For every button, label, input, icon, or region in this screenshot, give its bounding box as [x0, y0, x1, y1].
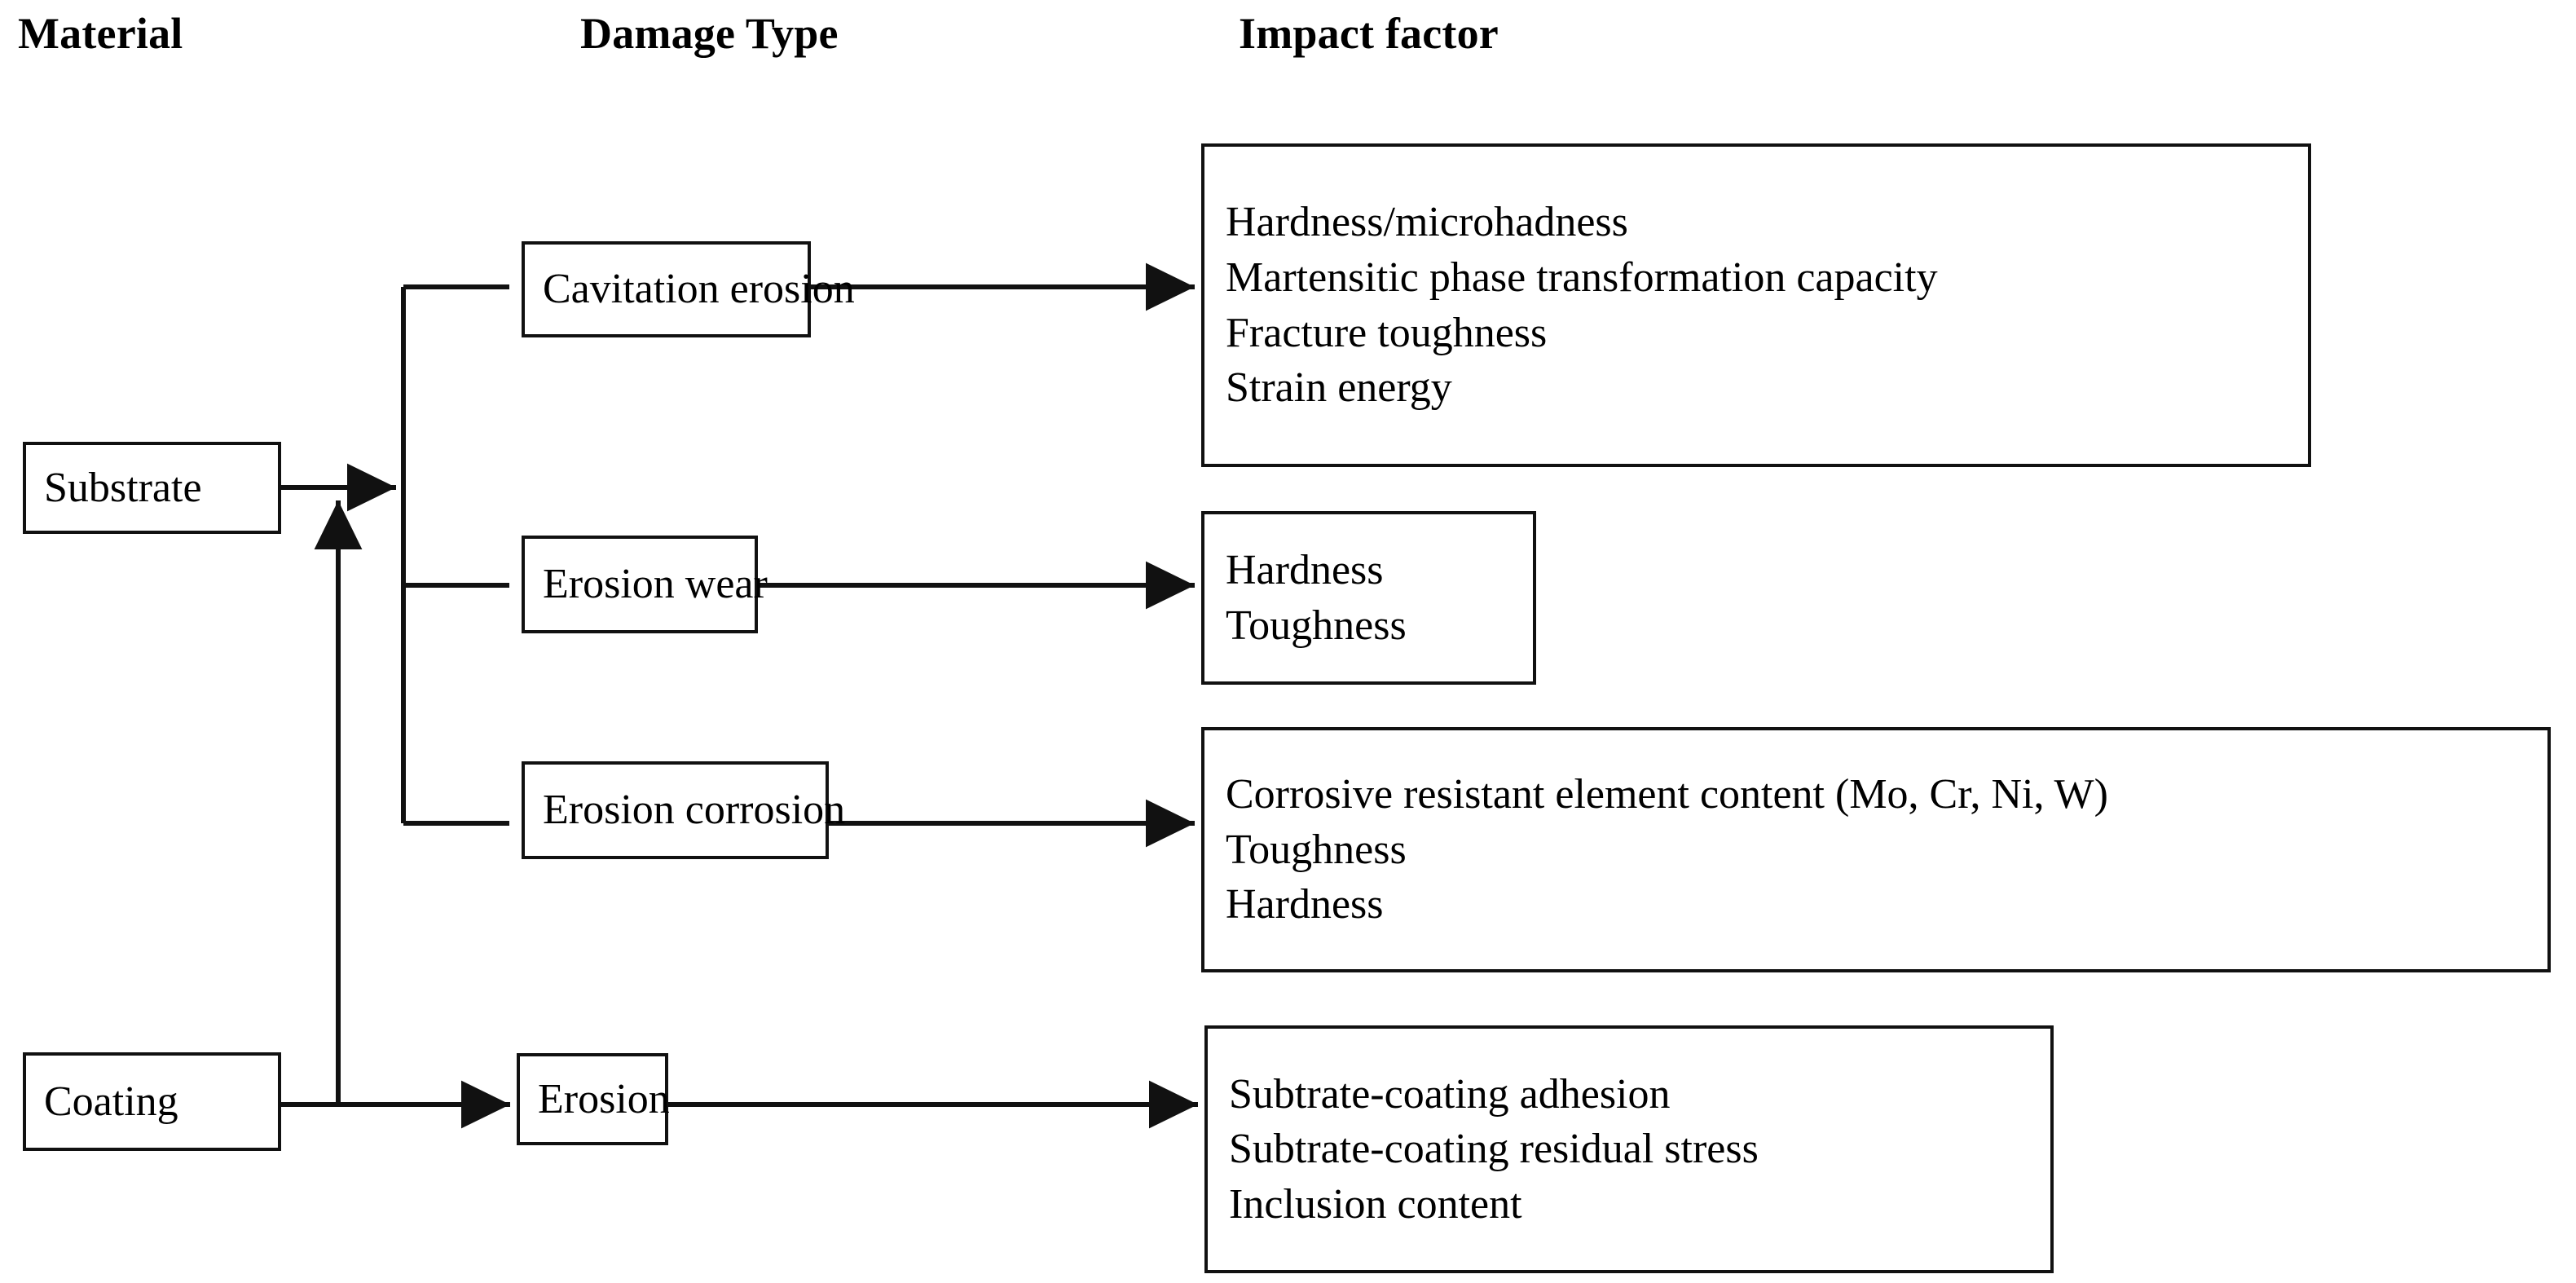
node-erosion-corrosion-label: Erosion corrosion — [543, 787, 846, 834]
impact-line: Toughness — [1226, 602, 1407, 649]
node-erosion-wear-label: Erosion wear — [543, 561, 768, 608]
node-substrate-label: Substrate — [44, 464, 202, 511]
impact-line: Hardness — [1226, 881, 1384, 928]
panel-impact-erosion-corrosion: Corrosive resistant element content (Mo,… — [1201, 727, 2551, 972]
column-header-material: Material — [18, 9, 183, 58]
column-header-damage-type: Damage Type — [580, 9, 839, 58]
impact-line: Corrosive resistant element content (Mo,… — [1226, 771, 2108, 818]
node-substrate[interactable]: Substrate — [23, 442, 281, 534]
node-erosion[interactable]: Erosion — [517, 1053, 670, 1145]
column-header-impact-factor: Impact factor — [1239, 9, 1499, 58]
impact-line: Toughness — [1226, 826, 1407, 873]
node-cavitation-erosion-label: Cavitation erosion — [543, 266, 855, 313]
impact-line: Inclusion content — [1229, 1180, 1522, 1228]
node-erosion-label: Erosion — [538, 1075, 670, 1122]
node-coating-label: Coating — [44, 1078, 178, 1125]
impact-line: Strain energy — [1226, 364, 1452, 412]
impact-line: Martensitic phase transformation capacit… — [1226, 254, 1938, 301]
node-erosion-wear[interactable]: Erosion wear — [522, 536, 768, 633]
node-cavitation-erosion[interactable]: Cavitation erosion — [522, 241, 855, 337]
panel-impact-cavitation-erosion: Hardness/microhadness Martensitic phase … — [1201, 143, 2311, 467]
impact-line: Subtrate-coating adhesion — [1229, 1070, 1671, 1118]
impact-line: Subtrate-coating residual stress — [1229, 1126, 1759, 1173]
panel-impact-erosion: Subtrate-coating adhesion Subtrate-coati… — [1204, 1025, 2054, 1273]
node-coating[interactable]: Coating — [23, 1052, 281, 1151]
panel-impact-erosion-wear: Hardness Toughness — [1201, 511, 1536, 685]
impact-line: Fracture toughness — [1226, 309, 1548, 356]
impact-line: Hardness/microhadness — [1226, 199, 1628, 246]
impact-line: Hardness — [1226, 546, 1384, 593]
node-erosion-corrosion[interactable]: Erosion corrosion — [522, 761, 845, 859]
